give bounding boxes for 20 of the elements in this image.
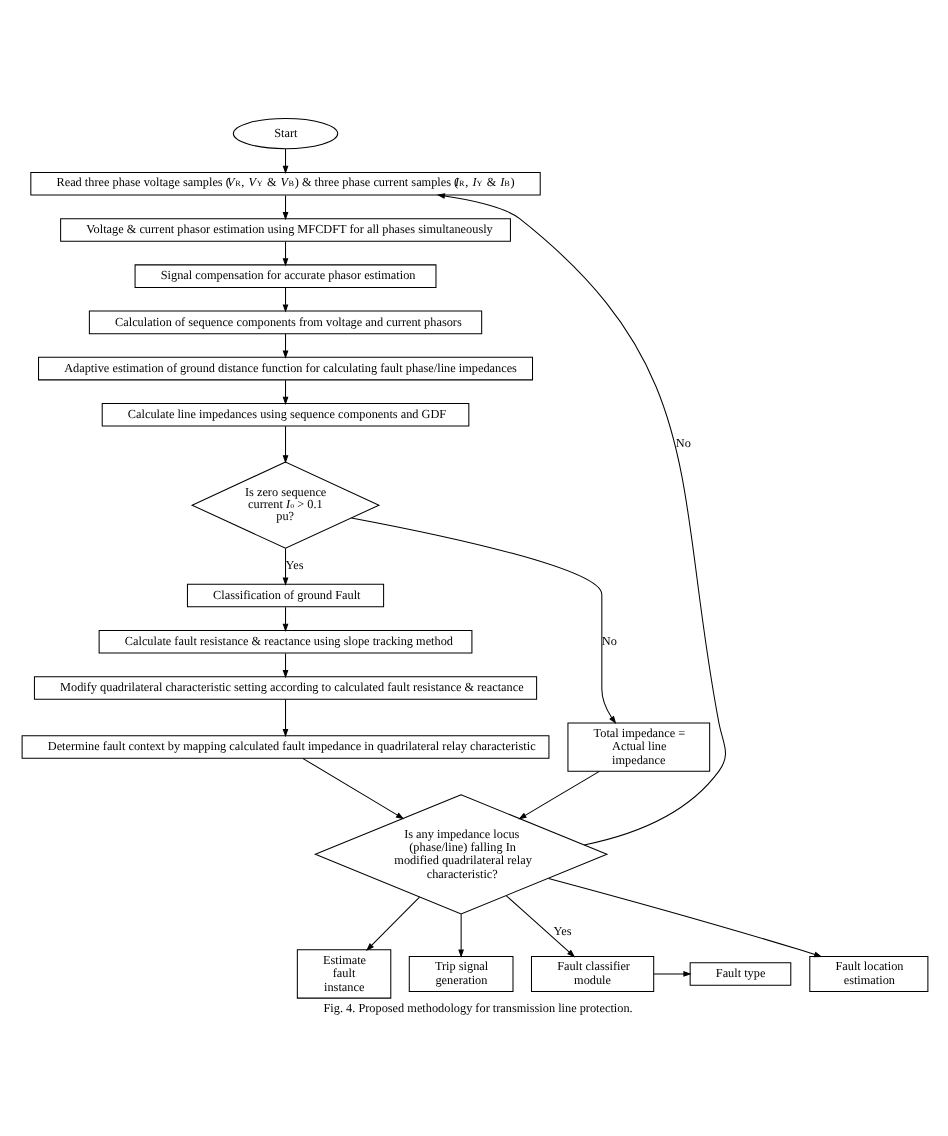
arrow	[281, 605, 288, 631]
arrow	[504, 894, 575, 957]
arrow	[365, 895, 420, 950]
arrow	[457, 912, 463, 957]
arrow	[281, 378, 288, 405]
arrow	[349, 516, 616, 724]
arrow	[281, 147, 288, 173]
arrow	[281, 193, 288, 220]
arrow	[301, 756, 404, 819]
arrow	[435, 192, 726, 845]
arrow	[281, 697, 288, 737]
arrow	[281, 547, 288, 585]
arrow	[547, 876, 822, 957]
arrow	[281, 332, 288, 358]
arrow	[517, 769, 599, 819]
arrow	[281, 240, 288, 266]
arrow	[281, 424, 288, 463]
arrow	[652, 970, 691, 976]
arrow	[281, 651, 288, 678]
arrow	[281, 286, 288, 312]
